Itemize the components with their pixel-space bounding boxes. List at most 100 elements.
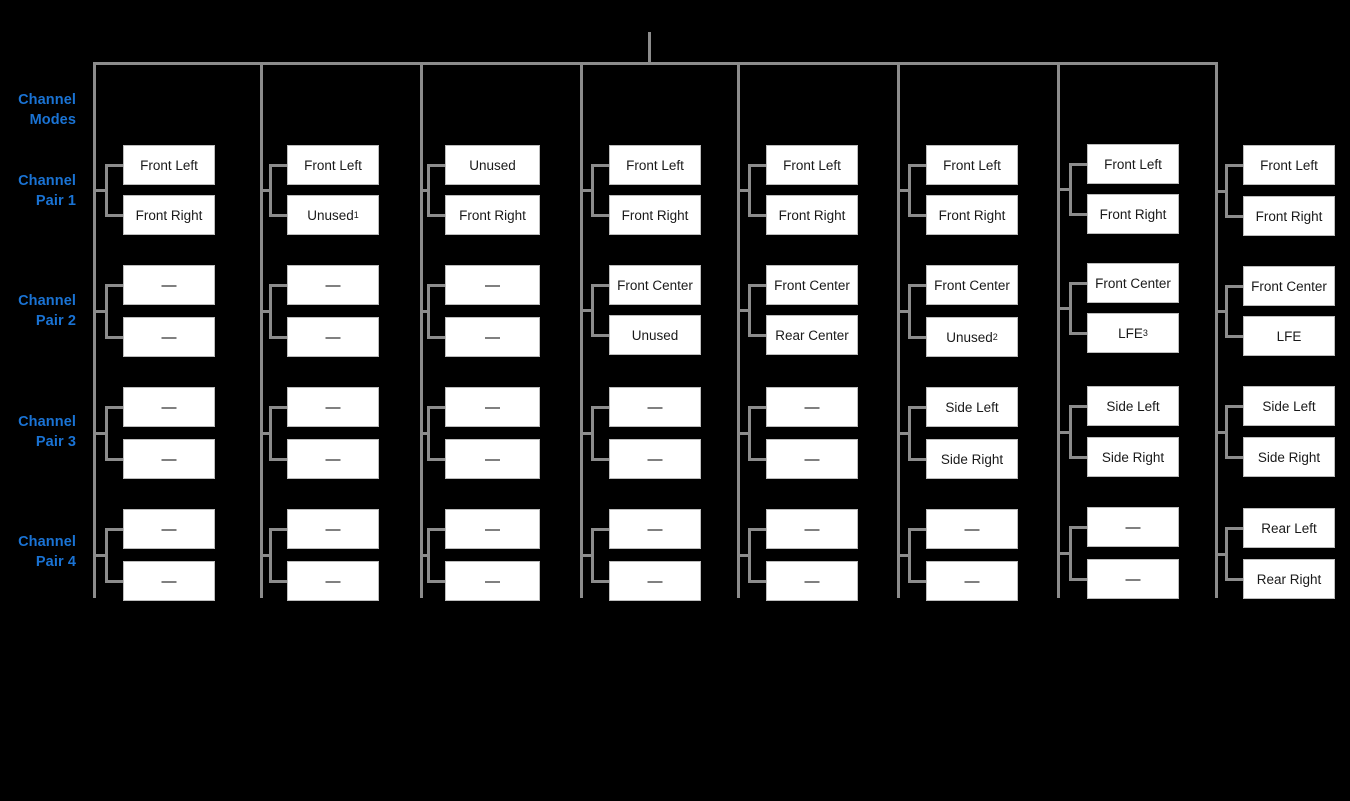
channel-box-empty[interactable]: —	[123, 265, 215, 305]
channel-box[interactable]: Unused	[609, 315, 701, 355]
channel-box[interactable]: Side Right	[1087, 437, 1179, 477]
channel-box[interactable]: Side Right	[926, 439, 1018, 479]
pair-bracket-arm	[1225, 578, 1243, 581]
pair-bracket-arm	[269, 406, 287, 409]
channel-box[interactable]: Front Center	[766, 265, 858, 305]
empty-dash: —	[1125, 570, 1141, 588]
channel-box-empty[interactable]: —	[609, 509, 701, 549]
empty-dash: —	[325, 276, 341, 294]
channel-box-empty[interactable]: —	[766, 509, 858, 549]
pair-bracket-stem	[1060, 552, 1069, 555]
channel-box[interactable]: Front Right	[445, 195, 540, 235]
channel-box[interactable]: Rear Center	[766, 315, 858, 355]
channel-box-empty[interactable]: —	[926, 509, 1018, 549]
channel-box-label: Front Right	[135, 207, 203, 223]
channel-box[interactable]: Front Right	[1243, 196, 1335, 236]
channel-box[interactable]: Side Right	[1243, 437, 1335, 477]
pair-bracket-stem	[1218, 552, 1225, 556]
channel-box-empty[interactable]: —	[445, 265, 540, 305]
row-label-line-1: Channel	[18, 92, 76, 108]
channel-box[interactable]: Front Center	[926, 265, 1018, 305]
pair-bracket-stem	[96, 432, 105, 435]
channel-box-empty[interactable]: —	[123, 387, 215, 427]
row-label-line-1: Channel	[18, 173, 76, 189]
channel-box[interactable]: Side Left	[926, 387, 1018, 427]
empty-dash: —	[325, 398, 341, 416]
column-spine	[93, 62, 96, 598]
channel-box[interactable]: Rear Right	[1243, 559, 1335, 599]
channel-box[interactable]: Front Right	[123, 195, 215, 235]
channel-box-empty[interactable]: —	[123, 509, 215, 549]
channel-box-empty[interactable]: —	[609, 439, 701, 479]
pair-bracket-arm	[105, 164, 123, 167]
pair-bracket-arm	[269, 528, 287, 531]
channel-box-label: Unused	[946, 329, 993, 345]
pair-bracket-stem	[1060, 430, 1069, 434]
pair-bracket-stem	[1060, 188, 1069, 191]
channel-box[interactable]: Side Left	[1243, 386, 1335, 426]
channel-box-empty[interactable]: —	[445, 561, 540, 601]
column-spine	[897, 62, 900, 598]
channel-box[interactable]: Front Left	[287, 145, 379, 185]
channel-box-empty[interactable]: —	[445, 387, 540, 427]
channel-box-empty[interactable]: —	[766, 387, 858, 427]
pair-bracket-riser	[105, 284, 108, 338]
channel-box[interactable]: Front Left	[766, 145, 858, 185]
pair-bracket-arm	[269, 214, 287, 217]
channel-box-empty[interactable]: —	[766, 561, 858, 601]
channel-box[interactable]: Front Left	[123, 145, 215, 185]
pair-bracket-stem	[583, 189, 591, 192]
channel-box-empty[interactable]: —	[1087, 507, 1179, 547]
channel-box-empty[interactable]: —	[926, 561, 1018, 601]
empty-dash: —	[161, 328, 177, 346]
pair-bracket-stem	[1218, 430, 1225, 434]
channel-box[interactable]: Front Left	[1087, 144, 1179, 184]
pair-bracket-arm	[908, 580, 926, 583]
channel-box[interactable]: Front Center	[1087, 263, 1179, 303]
pair-bracket-arm	[1069, 456, 1087, 459]
channel-box-empty[interactable]: —	[123, 439, 215, 479]
channel-box-empty[interactable]: —	[609, 561, 701, 601]
channel-box[interactable]: Front Right	[609, 195, 701, 235]
channel-box-label: Rear Center	[775, 327, 849, 343]
channel-box-empty[interactable]: —	[609, 387, 701, 427]
channel-box-empty[interactable]: —	[445, 317, 540, 357]
channel-box-empty[interactable]: —	[766, 439, 858, 479]
channel-box[interactable]: Side Left	[1087, 386, 1179, 426]
channel-box-empty[interactable]: —	[287, 439, 379, 479]
pair-bracket-riser	[1069, 163, 1072, 215]
channel-box[interactable]: Front Left	[1243, 145, 1335, 185]
pair-bracket-stem	[1218, 189, 1225, 193]
channel-box[interactable]: Front Right	[766, 195, 858, 235]
channel-box[interactable]: Rear Left	[1243, 508, 1335, 548]
channel-box[interactable]: Front Left	[926, 145, 1018, 185]
channel-box[interactable]: Front Right	[1087, 194, 1179, 234]
channel-box[interactable]: Front Right	[926, 195, 1018, 235]
channel-box-empty[interactable]: —	[287, 387, 379, 427]
channel-box-empty[interactable]: —	[287, 561, 379, 601]
channel-box-empty[interactable]: —	[123, 561, 215, 601]
channel-box-empty[interactable]: —	[287, 509, 379, 549]
channel-box-empty[interactable]: —	[445, 509, 540, 549]
channel-box-empty[interactable]: —	[287, 265, 379, 305]
top-bus-bar	[93, 62, 1215, 65]
channel-box[interactable]: Front Center	[609, 265, 701, 305]
channel-box[interactable]: Unused	[445, 145, 540, 185]
pair-bracket-riser	[908, 406, 911, 460]
channel-box-empty[interactable]: —	[1087, 559, 1179, 599]
pair-bracket-riser	[1069, 526, 1072, 580]
channel-box-empty[interactable]: —	[123, 317, 215, 357]
channel-box[interactable]: LFE	[1243, 316, 1335, 356]
channel-box[interactable]: Front Center	[1243, 266, 1335, 306]
channel-box-empty[interactable]: —	[445, 439, 540, 479]
channel-box-empty[interactable]: —	[287, 317, 379, 357]
pair-bracket-stem	[263, 432, 269, 435]
channel-box[interactable]: Front Left	[609, 145, 701, 185]
